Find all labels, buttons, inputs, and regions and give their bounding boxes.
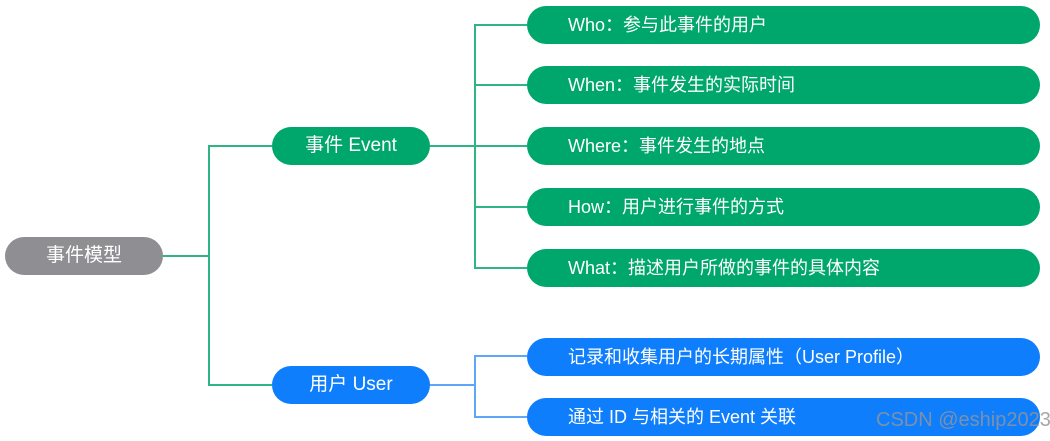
leaf-user-profile: 记录和收集用户的长期属性（User Profile）: [527, 338, 1040, 376]
node-event: 事件 Event: [272, 127, 430, 165]
leaf-who: Who：参与此事件的用户: [527, 6, 1040, 44]
connector-event-to-who: [474, 24, 527, 26]
connector-user-to-profile: [474, 355, 527, 357]
csdn-watermark: CSDN @eship2023: [876, 409, 1050, 431]
connector-user-bracket: [474, 355, 476, 418]
connector-root-to-user: [208, 384, 272, 386]
connector-root-to-event: [208, 145, 272, 147]
connector-event-to-when: [474, 84, 527, 86]
leaf-what: What：描述用户所做的事件的具体内容: [527, 249, 1040, 287]
leaf-when: When：事件发生的实际时间: [527, 66, 1040, 104]
connector-root-bracket: [208, 145, 210, 386]
connector-user-trunk: [430, 384, 475, 386]
connector-event-to-what: [474, 267, 527, 269]
connector-event-trunk: [430, 145, 475, 147]
node-user: 用户 User: [272, 366, 430, 404]
node-root: 事件模型: [5, 237, 163, 275]
connector-event-to-where: [474, 145, 527, 147]
connector-user-to-id: [474, 416, 527, 418]
leaf-where: Where：事件发生的地点: [527, 127, 1040, 165]
connector-event-to-how: [474, 206, 527, 208]
connector-root-trunk: [163, 255, 209, 257]
leaf-how: How：用户进行事件的方式: [527, 188, 1040, 226]
leaf-user-id-link: 通过 ID 与相关的 Event 关联: [527, 398, 1040, 436]
